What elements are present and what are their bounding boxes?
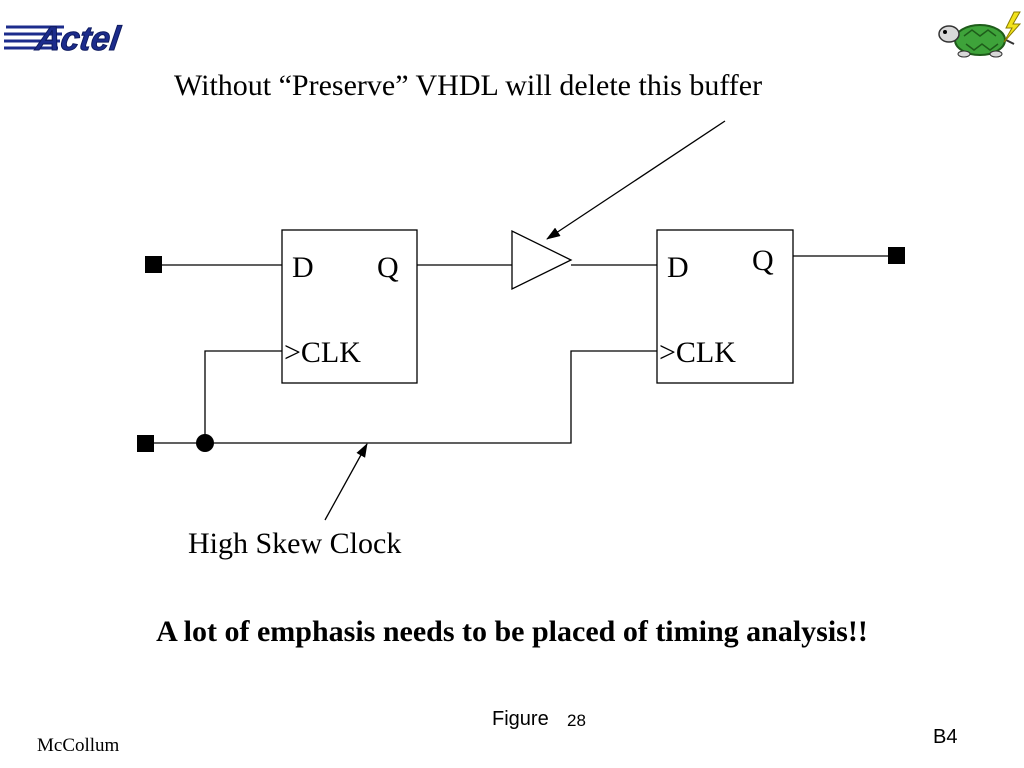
flip-flop-2	[656, 229, 794, 384]
flip-flop-1	[281, 229, 418, 384]
clock-branch-wire	[204, 350, 282, 443]
preserve-arrow	[546, 120, 726, 240]
clock-input-port	[137, 435, 154, 452]
flip-flop-1-d-label: D	[292, 251, 314, 284]
turtle-lightning-icon	[938, 11, 1022, 58]
preserve-note: Without “Preserve” VHDL will delete this…	[174, 69, 763, 102]
logo-speed-lines	[4, 25, 64, 50]
flip-flop-2-d-label: D	[667, 251, 689, 284]
signal-wires	[150, 255, 890, 444]
flip-flop-2-clk-label: >CLK	[659, 336, 736, 369]
output-q-port	[888, 247, 905, 264]
emphasis-statement: A lot of emphasis needs to be placed of …	[156, 615, 868, 648]
input-d-port	[145, 256, 162, 273]
skew-arrow	[324, 443, 368, 521]
actel-logo: Actel	[4, 20, 124, 58]
flip-flop-2-box	[656, 229, 794, 384]
logo-text: Actel	[33, 20, 124, 58]
flip-flop-2-q-label: Q	[752, 244, 774, 277]
flip-flop-1-box	[281, 229, 418, 384]
clock-junction-dot	[196, 434, 214, 452]
buffer-gate	[511, 229, 573, 291]
figure-label: Figure	[492, 708, 549, 730]
high-skew-clock-label: High Skew Clock	[188, 527, 402, 560]
author-name: McCollum	[37, 735, 120, 756]
flip-flop-1-clk-label: >CLK	[284, 336, 361, 369]
flip-flop-1-q-label: Q	[377, 251, 399, 284]
figure-number: 28	[567, 711, 586, 730]
slide-id: B4	[933, 726, 958, 748]
clock-net	[150, 350, 657, 444]
